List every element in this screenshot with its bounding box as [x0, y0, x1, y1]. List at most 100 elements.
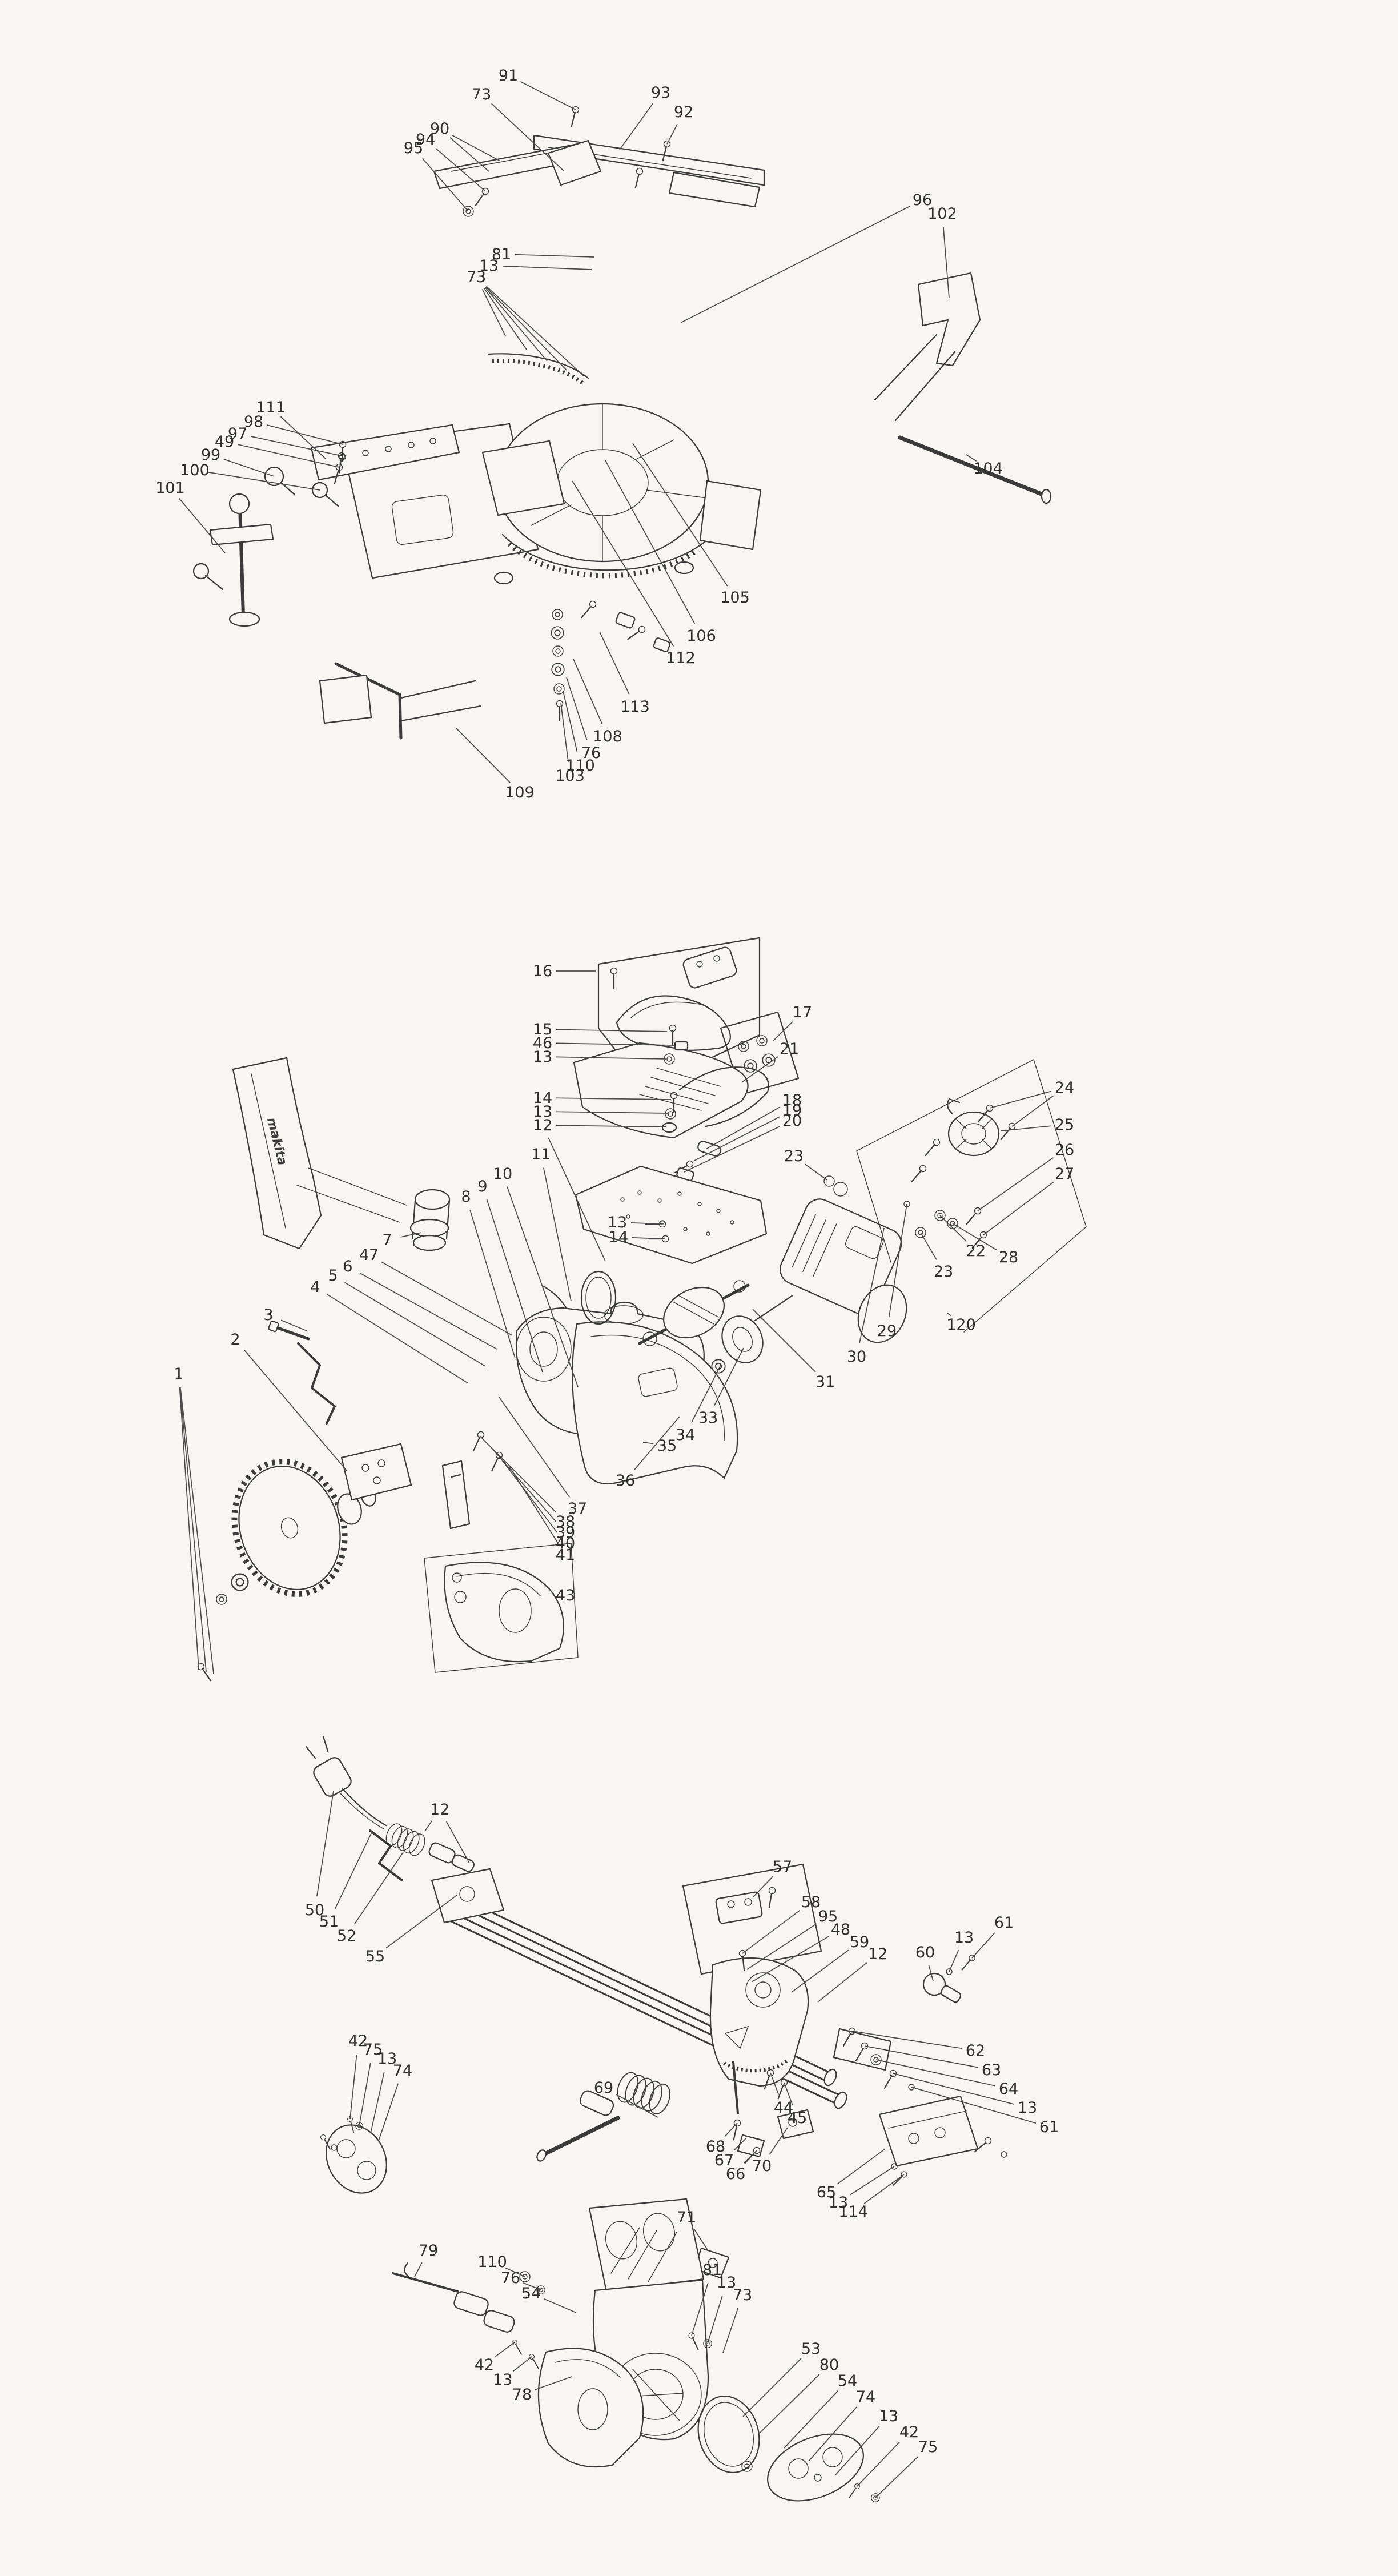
callout-40: 40: [556, 1535, 575, 1552]
callout-13: 13: [954, 1929, 974, 1947]
callout-18: 18: [782, 1092, 802, 1109]
callout-97: 97: [228, 425, 247, 443]
leader-line-24: [1011, 1095, 1054, 1127]
leader-line-76: [523, 2282, 541, 2290]
knob-60: [922, 1972, 962, 2003]
callout-71: 71: [677, 2209, 696, 2226]
leader-line-71: [693, 2228, 708, 2250]
callout-36: 36: [616, 1472, 635, 1490]
handle-kit-box-16: [597, 937, 761, 1090]
callout-17: 17: [793, 1004, 812, 1021]
leader-line-61: [911, 2087, 1037, 2124]
callout-31: 31: [816, 1373, 835, 1391]
leader-line-49: [238, 444, 340, 468]
leader-line-1: [179, 1387, 214, 1674]
callout-114: 114: [838, 2203, 868, 2221]
callout-96: 96: [913, 191, 932, 209]
callout-24: 24: [1055, 1079, 1074, 1097]
leader-line-114: [863, 2174, 905, 2204]
leader-line-73: [485, 286, 567, 371]
callout-42: 42: [348, 2032, 368, 2050]
callout-29: 29: [877, 1322, 897, 1340]
callout-70: 70: [752, 2157, 772, 2175]
callout-38: 38: [556, 1513, 575, 1531]
leader-line-105: [632, 443, 728, 587]
leader-line-22: [939, 1215, 967, 1242]
saw-blade: [196, 1459, 348, 1683]
callout-108: 108: [593, 728, 622, 745]
callout-28: 28: [999, 1249, 1018, 1266]
callout-37: 37: [568, 1500, 587, 1518]
hardware-cluster-113: [579, 599, 671, 652]
leader-line-101: [178, 497, 226, 553]
callout-109: 109: [505, 784, 535, 801]
callout-63: 63: [982, 2061, 1001, 2079]
leader-line-13: [630, 1222, 663, 1225]
callout-44: 44: [774, 2099, 793, 2117]
leader-line-65: [837, 2149, 885, 2185]
callout-12: 12: [430, 1801, 449, 1819]
leader-line-14: [632, 1237, 666, 1239]
arm-holder: [709, 1949, 809, 2114]
callout-110: 110: [477, 2253, 507, 2271]
link-parts-38-41: [441, 1430, 504, 1530]
leader-line-102: [943, 227, 950, 299]
leader-line-9: [486, 1199, 543, 1373]
leader-line-64: [875, 2059, 995, 2087]
leader-line-110: [563, 691, 578, 752]
leader-line-19: [694, 1116, 781, 1161]
leader-line-76: [566, 677, 588, 740]
callout-55: 55: [365, 1948, 385, 1965]
leader-line-17: [773, 1021, 793, 1041]
callout-7: 7: [382, 1231, 392, 1249]
callout-3: 3: [263, 1306, 273, 1324]
leader-line-21: [742, 1056, 778, 1082]
leader-line-54: [543, 2298, 577, 2313]
leader-line-6: [359, 1272, 497, 1350]
leader-line-12: [556, 1125, 666, 1127]
callout-73: 73: [467, 268, 486, 286]
switch-handle-lower: [575, 1165, 768, 1265]
callout-1: 1: [174, 1365, 183, 1383]
callout-8: 8: [461, 1188, 471, 1206]
callout-13: 13: [879, 2408, 898, 2425]
callout-45: 45: [788, 2109, 807, 2127]
callout-94: 94: [416, 131, 435, 149]
switch-box-57: [682, 1863, 822, 1975]
leader-line-13: [849, 2166, 895, 2196]
leader-line-112: [572, 480, 674, 647]
leader-line-111: [280, 416, 326, 459]
leader-line-23: [920, 1232, 937, 1260]
callout-34: 34: [676, 1426, 695, 1444]
leader-line-41: [509, 1466, 559, 1544]
leader-line-73: [484, 287, 548, 362]
leader-line-13: [556, 1111, 669, 1114]
leader-line-75: [359, 2063, 371, 2126]
leader-line-13: [835, 2426, 880, 2475]
leader-line-4: [326, 1294, 469, 1384]
cover-box-65: [878, 2095, 1007, 2167]
link-66-70: [730, 2109, 814, 2166]
leader-line-48: [751, 1936, 829, 1983]
leader-line-46: [556, 1042, 674, 1046]
callout-9: 9: [477, 1178, 487, 1195]
callout-33: 33: [698, 1409, 718, 1427]
callout-41: 41: [556, 1546, 575, 1564]
callout-47: 47: [359, 1246, 379, 1264]
callout-23: 23: [784, 1147, 804, 1165]
leader-line-74: [378, 2083, 399, 2141]
callout-13: 13: [479, 257, 499, 275]
motor-housing: [780, 1198, 907, 1343]
callout-30: 30: [847, 1348, 866, 1366]
callout-81: 81: [492, 246, 511, 263]
holder-109: [319, 662, 482, 740]
callout-50: 50: [305, 1901, 324, 1919]
shaft-rod-104: [898, 435, 1052, 504]
callout-104: 104: [973, 460, 1003, 478]
leader-line-90: [449, 137, 489, 172]
leader-line-12: [445, 1821, 470, 1864]
leader-line-18: [705, 1106, 781, 1150]
callout-74: 74: [856, 2388, 875, 2406]
leader-line-13: [556, 1056, 666, 1060]
callout-120: 120: [946, 1316, 976, 1334]
